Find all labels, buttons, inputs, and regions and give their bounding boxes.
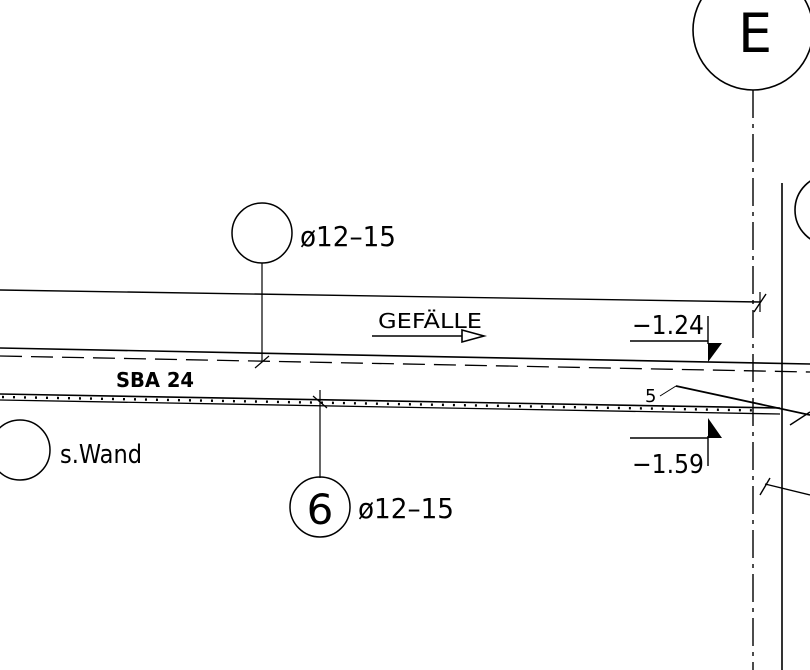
diagonal-line-right: [675, 385, 810, 416]
lower-right-tick: [759, 477, 771, 496]
slab-top-edge: [0, 347, 810, 365]
rebar-callout-bubble-top: [231, 202, 293, 264]
rebar-mark-bottom: 6: [307, 485, 334, 534]
dashed-rebar-line: [0, 355, 810, 373]
slab-bottom-edge-lower: [0, 399, 781, 415]
level-marker-top: −1.24: [630, 311, 722, 362]
wall-reference: s.Wand: [0, 419, 142, 481]
level-bottom-value: −1.59: [632, 450, 704, 480]
rebar-callout-bottom: 6 ø12–15: [289, 390, 454, 538]
rebar-callout-top: ø12–15: [231, 202, 396, 369]
grid-axis-e: E: [692, 0, 810, 670]
level-top-value: −1.24: [632, 311, 704, 341]
partial-bubble-right: [794, 180, 810, 240]
slope-label: GEFÄLLE: [378, 309, 482, 333]
slab-bottom-edge-upper: [0, 393, 781, 409]
slope-indicator: GEFÄLLE: [372, 309, 488, 344]
level-top-triangle: [708, 343, 722, 362]
level-marker-bottom: −1.59: [630, 418, 722, 480]
rebar-callout-bubble-bottom: [289, 476, 351, 538]
top-slope-line: [0, 289, 761, 303]
small-dimension: 5: [645, 386, 656, 407]
slope-arrow-head: [461, 328, 488, 344]
lower-right-line: [764, 483, 810, 496]
wall-bubble: [0, 419, 51, 481]
small-dim-leader: [659, 385, 677, 397]
rebar-leader-tick-top: [254, 355, 270, 369]
rebar-label-bottom: ø12–15: [358, 492, 454, 525]
axis-label: E: [738, 2, 772, 65]
wall-label: s.Wand: [60, 440, 142, 470]
rebar-leader-tick-bottom: [312, 395, 328, 409]
slab-label: SBA 24: [116, 368, 194, 392]
rebar-label-top: ø12–15: [300, 220, 396, 253]
diagonal-line-right-2: [789, 411, 810, 426]
axis-bubble: [692, 0, 810, 91]
level-bottom-triangle: [708, 418, 722, 438]
